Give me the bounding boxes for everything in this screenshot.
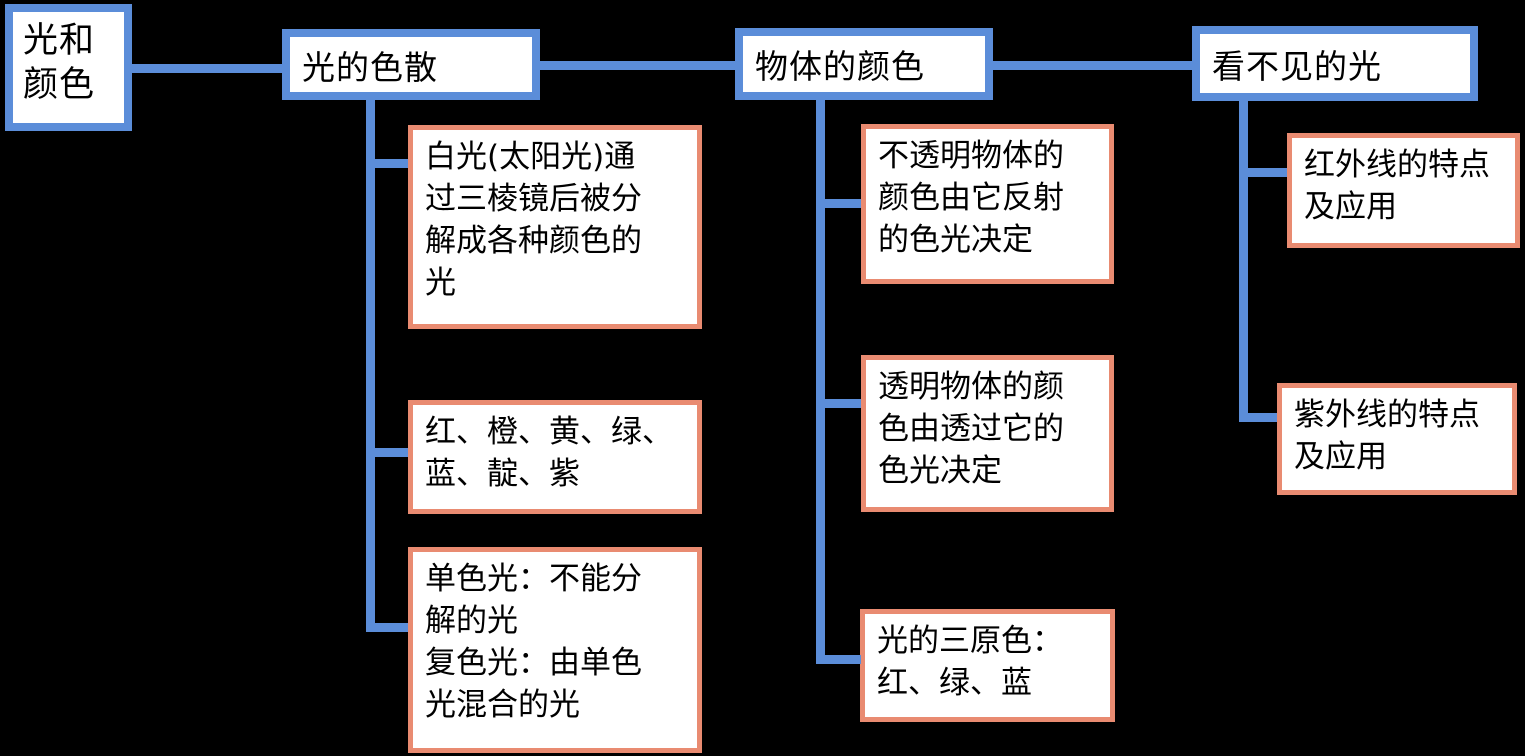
connector-branch-2-leaf-2 xyxy=(823,399,861,408)
connector-branch-3-leaf-2 xyxy=(1246,413,1277,422)
root-node-light-and-color: 光和 颜色 xyxy=(5,4,132,131)
connector-branch-2-leaf-1 xyxy=(823,199,861,208)
connector-branch-3-trunk xyxy=(1239,101,1248,422)
leaf-node-ultraviolet-features: 紫外线的特点 及应用 xyxy=(1277,383,1517,495)
connector-branch-1-trunk xyxy=(366,99,375,632)
connector-branch-2-to-branch-3 xyxy=(993,61,1192,70)
connector-branch-2-trunk xyxy=(816,100,825,664)
leaf-node-primary-colors-of-light: 光的三原色： 红、绿、蓝 xyxy=(860,609,1115,722)
connector-branch-1-leaf-3 xyxy=(373,623,408,632)
connector-branch-1-leaf-2 xyxy=(373,448,408,457)
connector-branch-1-leaf-1 xyxy=(373,159,408,168)
leaf-node-opaque-object-color: 不透明物体的 颜色由它反射 的色光决定 xyxy=(861,124,1114,284)
connector-branch-1-to-branch-2 xyxy=(540,61,737,70)
leaf-node-transparent-object-color: 透明物体的颜 色由透过它的 色光决定 xyxy=(861,355,1114,512)
leaf-node-spectrum-colors: 红、橙、黄、绿、 蓝、靛、紫 xyxy=(408,400,702,514)
connector-branch-3-leaf-1 xyxy=(1246,168,1287,177)
connector-root-to-branch-1 xyxy=(131,64,282,73)
connector-branch-2-leaf-3 xyxy=(823,655,861,664)
leaf-node-white-light-prism: 白光(太阳光)通 过三棱镜后被分 解成各种颜色的 光 xyxy=(408,125,702,329)
branch-node-invisible-light: 看不见的光 xyxy=(1192,26,1478,101)
leaf-node-monochromatic-compound-light: 单色光：不能分 解的光 复色光：由单色 光混合的光 xyxy=(408,547,702,753)
branch-node-light-dispersion: 光的色散 xyxy=(282,29,540,100)
branch-node-color-of-objects: 物体的颜色 xyxy=(735,28,993,100)
leaf-node-infrared-features: 红外线的特点 及应用 xyxy=(1287,133,1520,248)
